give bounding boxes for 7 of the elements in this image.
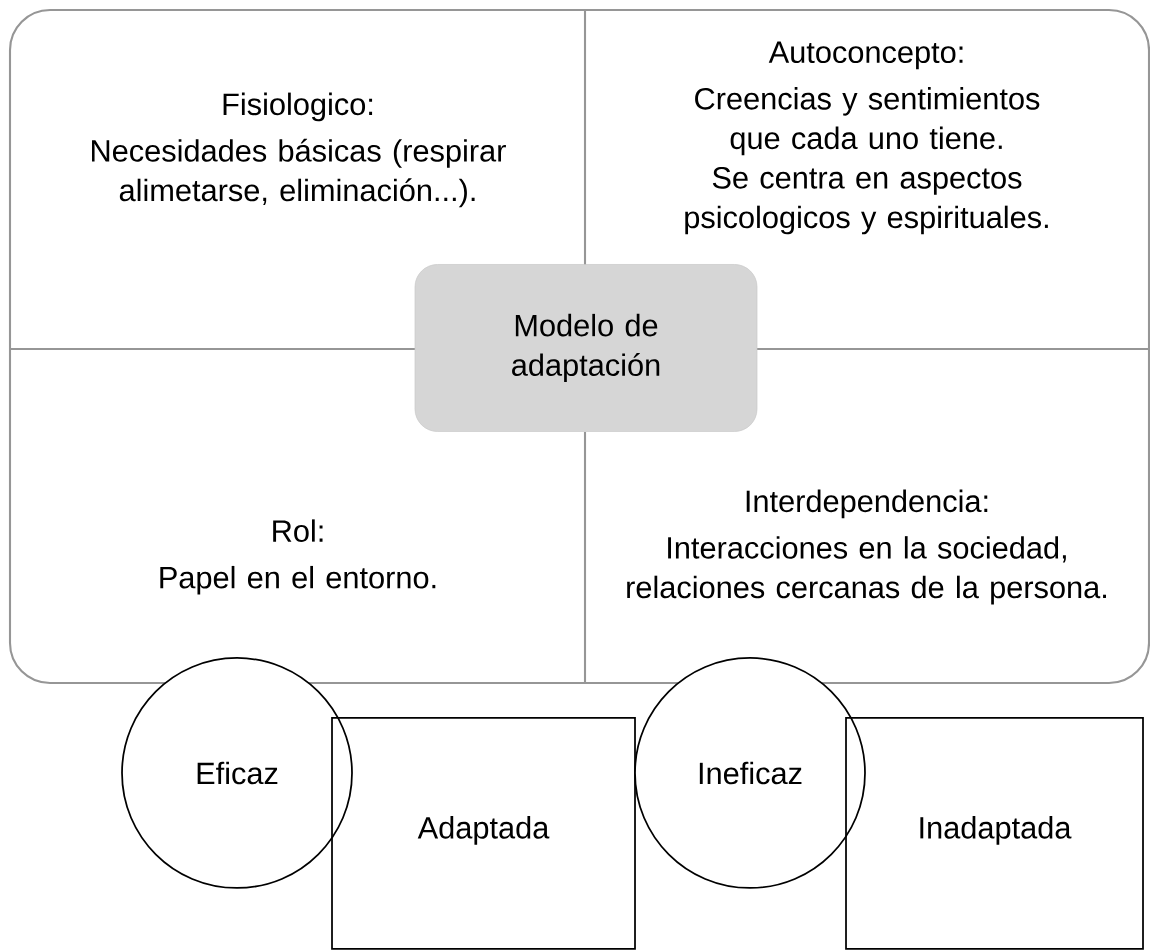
result-box: Inadaptada bbox=[845, 717, 1144, 950]
quadrant-text: Fisiologico: Necesidades básicas (respirar alimetarse, eliminación...). bbox=[92, 92, 506, 208]
quadrant-text: Rol: Papel en el entorno. bbox=[160, 519, 436, 595]
quadrant-text: Autoconcepto: Creencias y sentimientos que cada uno tiene. Se centra en aspectos psicologicos y espirituales. bbox=[685, 41, 1048, 235]
result-box: Adaptada bbox=[331, 717, 636, 950]
quadrant-text: Interdependencia: Interacciones en la sociedad, relaciones cercanas de la persona. bbox=[627, 489, 1106, 605]
center-box: Modelo de adaptación bbox=[414, 264, 758, 432]
